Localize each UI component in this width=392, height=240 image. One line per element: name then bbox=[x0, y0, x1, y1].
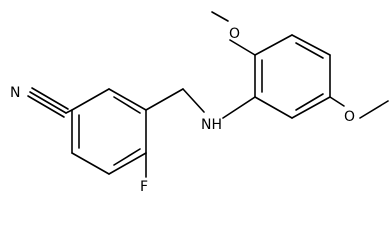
molecule-drawing: N F NH O O bbox=[10, 11, 389, 191]
structure-diagram: N F NH O O bbox=[10, 11, 389, 191]
methoxy-oxygen-right-label: O bbox=[344, 109, 355, 125]
amine-label: NH bbox=[201, 117, 222, 133]
fluorine-label: F bbox=[140, 179, 148, 191]
top-methoxy-group bbox=[211, 11, 256, 56]
nitrile-nitrogen-label: N bbox=[10, 85, 20, 101]
methoxy-oxygen-top-label: O bbox=[229, 26, 240, 42]
methylene-linker bbox=[145, 88, 205, 113]
amine-to-ring-bond bbox=[222, 96, 256, 119]
left-benzene-ring bbox=[71, 88, 147, 175]
nitrile-bond bbox=[27, 87, 69, 118]
ring-to-nitrile-bond bbox=[65, 109, 73, 114]
right-methoxy-group bbox=[329, 96, 389, 119]
right-benzene-ring bbox=[254, 34, 331, 119]
